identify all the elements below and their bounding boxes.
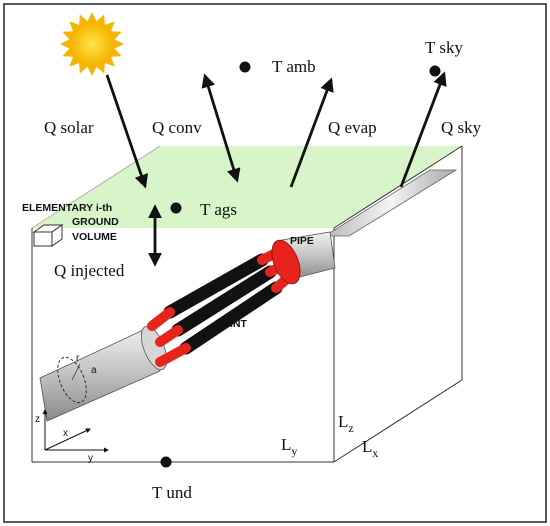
t-amb-point (239, 61, 251, 73)
pipe-label: PIPE (290, 235, 314, 247)
r-label: r (76, 353, 80, 364)
q-conv-label: Q conv (152, 118, 202, 137)
q-solar-arrow (105, 74, 148, 189)
radius-line (71, 363, 81, 381)
elementary-volume-cube (32, 224, 64, 247)
axis-x-label: x (63, 428, 68, 439)
elementary-label-line2: GROUND (72, 216, 119, 228)
sun-core (71, 23, 113, 65)
elementary-label-line3: VOLUME (72, 231, 117, 243)
q-conv-arrow (201, 73, 241, 183)
t-und-label: T und (152, 483, 192, 502)
q-solar-label: Q solar (44, 118, 94, 137)
surface-pipe (323, 169, 458, 237)
q-evap-arrow (289, 77, 334, 188)
sun-icon (60, 12, 124, 76)
t-ags-point (170, 202, 182, 214)
axis-y-label: y (88, 453, 93, 464)
q-evap-label: Q evap (328, 118, 377, 137)
q-sky-label: Q sky (441, 118, 482, 137)
axis-z-label: z (35, 414, 40, 425)
lx-label: Lx (362, 437, 378, 460)
outer-frame (3, 3, 547, 523)
t-ags-label: T ags (200, 200, 237, 219)
ly-label: Ly (281, 435, 297, 458)
q-injected-label: Q injected (54, 261, 125, 280)
q-sky-arrow (399, 71, 447, 188)
a-label: a (91, 365, 97, 376)
elementary-label-line1: ELEMENTARY i-th (22, 202, 112, 214)
t-sky-point (429, 65, 441, 77)
axes-icon (42, 409, 109, 453)
joint-label: JOINT (216, 318, 248, 330)
t-amb-label: T amb (272, 57, 316, 76)
t-sky-label: T sky (425, 38, 463, 57)
pipe-joint (147, 239, 301, 367)
lz-label: Lz (338, 412, 354, 435)
t-und-point (160, 456, 172, 468)
